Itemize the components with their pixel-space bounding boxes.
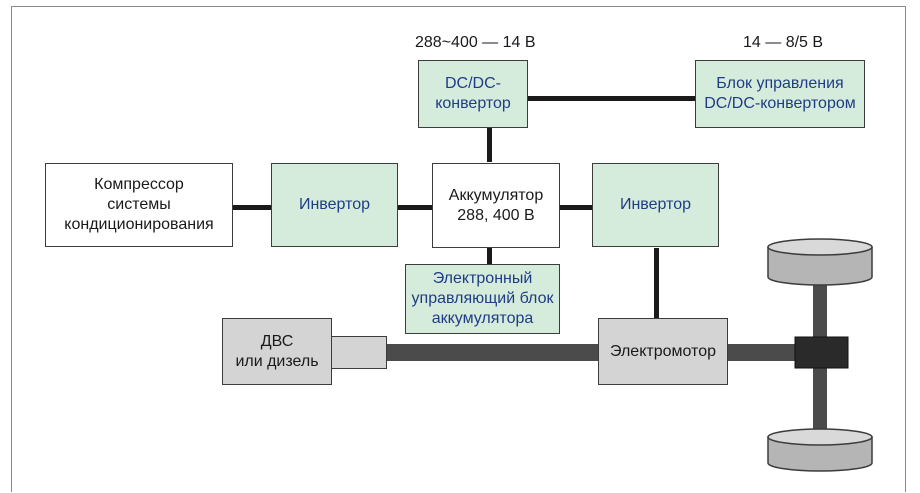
- top-wheel: [767, 238, 873, 286]
- ac-compressor-block: Компрессор системы кондиционирования: [45, 163, 233, 247]
- line-compressor-to-inverter: [233, 205, 271, 210]
- shaft-engine-to-motor: [385, 344, 598, 361]
- bottom-wheel: [767, 428, 873, 472]
- inverter-left-block: Инвертор: [271, 163, 398, 247]
- battery-ecu-block: Электронный управляющий блок аккумулятор…: [405, 264, 560, 334]
- differential: [794, 336, 849, 369]
- line-battery-to-ecu: [487, 248, 492, 264]
- dcdc-converter-block: DC/DC- конвертор: [418, 60, 528, 128]
- diagram-frame: [11, 6, 906, 492]
- electric-motor-block: Электромотор: [598, 318, 728, 385]
- engine-block: ДВС или дизель: [222, 318, 332, 385]
- line-inverter-to-motor: [654, 248, 659, 318]
- dcdc-voltage-label: 288~400 — 14 В: [415, 34, 536, 51]
- battery-block: Аккумулятор 288, 400 В: [432, 163, 560, 248]
- line-inverter-to-battery: [398, 205, 432, 210]
- line-dcdc-to-battery: [487, 128, 492, 162]
- dcdc-control-unit-block: Блок управления DC/DC-конвертором: [695, 60, 865, 128]
- shaft-motor-to-axle: [728, 344, 795, 361]
- line-battery-to-inverter: [560, 205, 592, 210]
- line-dcdc-to-control: [528, 96, 695, 101]
- inverter-right-block: Инвертор: [592, 163, 719, 247]
- control-voltage-label: 14 — 8/5 В: [743, 34, 824, 51]
- engine-output-stub: [331, 336, 387, 369]
